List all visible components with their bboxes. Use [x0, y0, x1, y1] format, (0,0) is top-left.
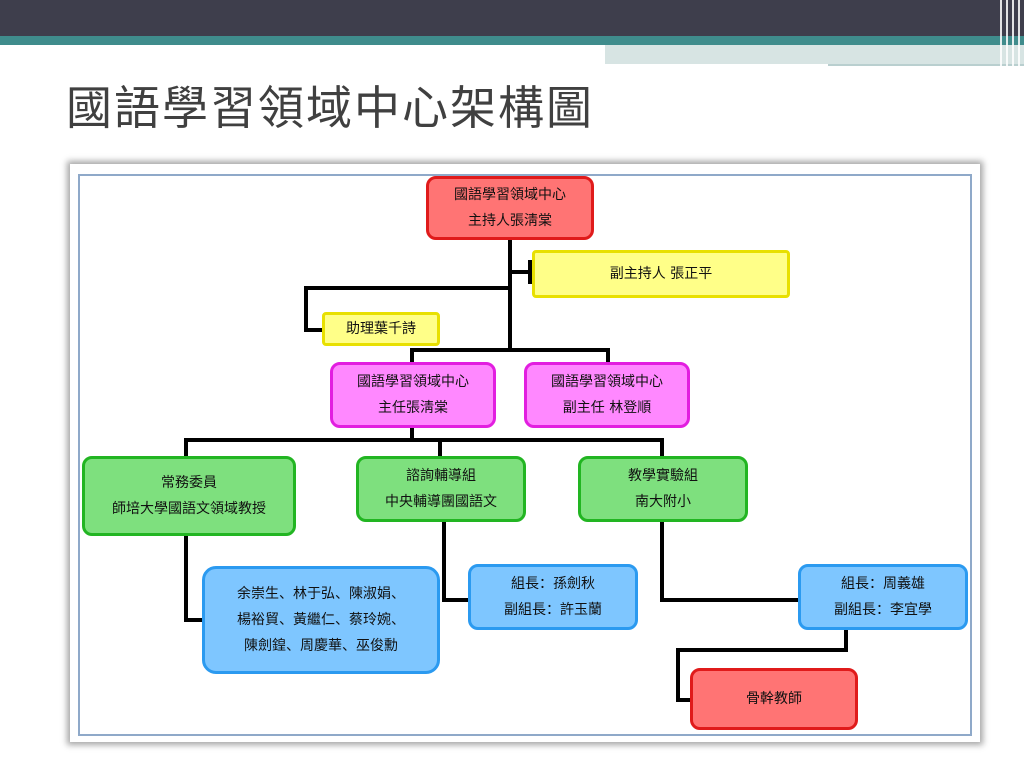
experiment-deputy-leader: 副組長：李宜學	[834, 602, 932, 618]
org-chart-frame: 國語學習領域中心 主持人張淸棠 副主持人 張正平 助理葉千詩 國語學習領域中心 …	[70, 164, 980, 742]
counseling-deputy-leader: 副組長：許玉蘭	[504, 602, 602, 618]
header-light-band	[605, 45, 1024, 64]
experiment-group-desc: 南大附小	[635, 494, 691, 510]
core-teachers-node: 骨幹教師	[690, 668, 858, 730]
experiment-group-title: 教學實驗組	[628, 468, 698, 484]
deputy-director-title: 國語學習領域中心	[551, 374, 663, 390]
experiment-leaders-node: 組長：周義雄 副組長：李宜學	[798, 564, 968, 630]
counseling-group-node: 諮詢輔導組 中央輔導團國語文	[356, 456, 526, 522]
header-thin-line	[828, 64, 1024, 66]
counseling-leaders-node: 組長：孫劍秋 副組長：許玉蘭	[468, 564, 638, 630]
deputy-director-node: 國語學習領域中心 副主任 林登順	[524, 362, 690, 428]
slide-title: 國語學習領域中心架構圖	[66, 81, 594, 135]
members-line-1: 余崇生、林于弘、陳淑娟、	[237, 586, 405, 602]
members-line-2: 楊裕貿、黃繼仁、蔡玲婉、	[237, 612, 405, 628]
members-node: 余崇生、林于弘、陳淑娟、 楊裕貿、黃繼仁、蔡玲婉、 陳劍鍠、周慶華、巫俊勳	[202, 566, 440, 674]
org-chart-canvas: 國語學習領域中心 主持人張淸棠 副主持人 張正平 助理葉千詩 國語學習領域中心 …	[78, 174, 972, 736]
assistant-label: 助理葉千詩	[346, 321, 416, 337]
header-accent-stripe	[0, 36, 1024, 45]
counseling-group-title: 諮詢輔導組	[406, 468, 476, 484]
counseling-leader: 組長：孫劍秋	[511, 576, 595, 592]
header-edge-decoration	[998, 0, 1024, 66]
standing-committee-node: 常務委員 師培大學國語文領域教授	[82, 456, 296, 536]
experiment-group-node: 教學實驗組 南大附小	[578, 456, 748, 522]
deputy-host-node: 副主持人 張正平	[532, 250, 790, 298]
center-node-title: 國語學習領域中心	[454, 187, 566, 203]
deputy-director-name: 副主任 林登順	[562, 400, 652, 416]
center-node: 國語學習領域中心 主持人張淸棠	[426, 176, 594, 240]
standing-committee-desc: 師培大學國語文領域教授	[112, 501, 266, 517]
members-line-3: 陳劍鍠、周慶華、巫俊勳	[244, 638, 398, 654]
counseling-group-desc: 中央輔導團國語文	[385, 494, 497, 510]
connector-lines	[184, 232, 848, 702]
experiment-leader: 組長：周義雄	[841, 576, 925, 592]
assistant-node: 助理葉千詩	[322, 312, 440, 346]
director-node: 國語學習領域中心 主任張淸棠	[330, 362, 496, 428]
core-teachers-label: 骨幹教師	[746, 691, 802, 707]
director-node-title: 國語學習領域中心	[357, 374, 469, 390]
director-node-name: 主任張淸棠	[378, 400, 448, 416]
deputy-host-label: 副主持人 張正平	[609, 266, 713, 282]
standing-committee-title: 常務委員	[161, 475, 217, 491]
center-node-host: 主持人張淸棠	[468, 213, 552, 229]
header-bar	[0, 0, 1024, 36]
